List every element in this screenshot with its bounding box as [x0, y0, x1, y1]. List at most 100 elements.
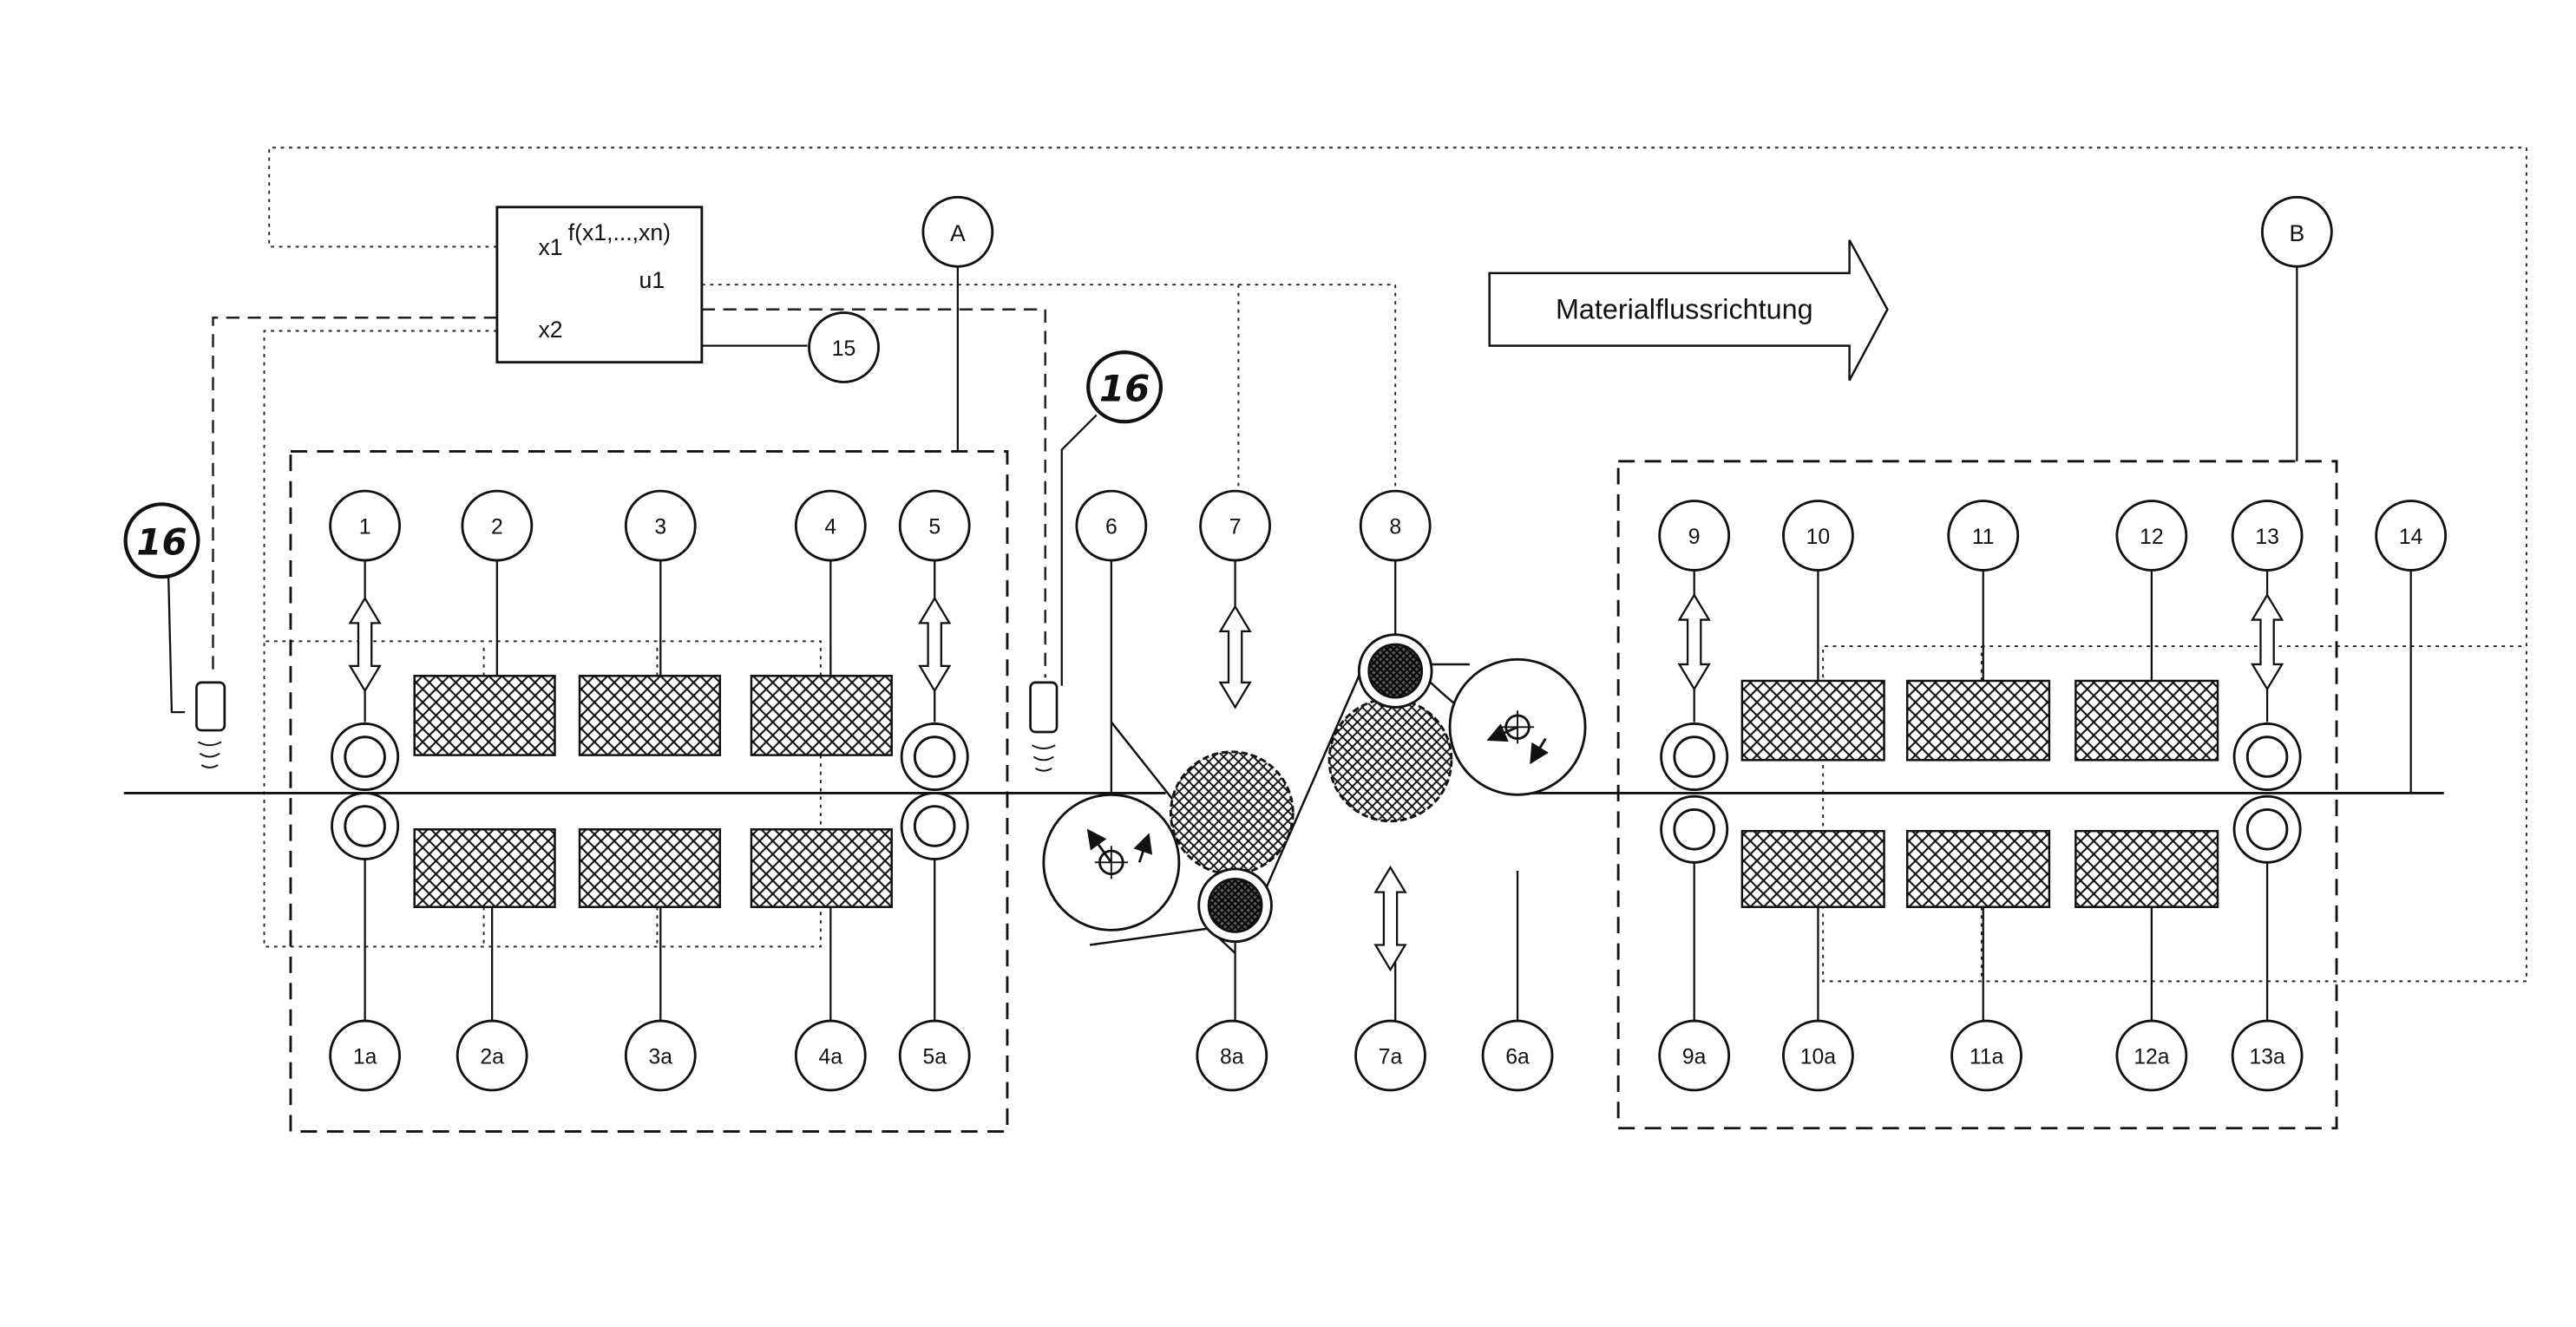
label-10a: 10a: [1783, 1021, 1852, 1090]
roll-6: [1044, 794, 1179, 930]
label-text: 6a: [1505, 1045, 1530, 1069]
heater-11a: [1907, 831, 2049, 907]
label-4a: 4a: [796, 1021, 865, 1090]
label-text: 15: [832, 337, 856, 361]
flow-arrow-label: Materialflussrichtung: [1556, 294, 1813, 325]
actuator-7: [1220, 606, 1249, 707]
flow-direction-arrow: Materialflussrichtung: [1490, 240, 1888, 381]
label-6a: 6a: [1483, 1021, 1552, 1090]
label-text: 11a: [1970, 1045, 2004, 1069]
label-8: 8: [1360, 491, 1430, 560]
label-text: 8: [1389, 515, 1401, 539]
label-10: 10: [1783, 501, 1852, 571]
sensor-16-right: [1031, 415, 1097, 771]
label-13a: 13a: [2232, 1021, 2302, 1090]
label-14: 14: [2376, 501, 2446, 571]
actuator-5: [920, 598, 949, 691]
label-2: 2: [462, 491, 532, 560]
label-15: 15: [810, 313, 879, 382]
sensor-16-left: [168, 575, 225, 768]
label-12: 12: [2117, 501, 2186, 571]
zone-label-a: A: [923, 197, 993, 266]
roller-7: [1170, 752, 1293, 874]
label-1a: 1a: [331, 1021, 400, 1090]
heater-2: [415, 676, 555, 755]
label-text: 2: [491, 515, 503, 539]
controller-input-x1: x1: [538, 234, 562, 260]
heater-3a: [580, 829, 720, 906]
label-text: 7a: [1379, 1045, 1403, 1069]
label-6: 6: [1077, 491, 1146, 560]
label-text: 12a: [2134, 1045, 2170, 1069]
heater-blocks: [415, 676, 2218, 906]
controller-input-x2: x2: [538, 317, 562, 343]
label-13: 13: [2232, 501, 2302, 571]
label-text: 11: [1972, 526, 1995, 549]
label-11: 11: [1949, 501, 2018, 571]
heater-4a: [751, 829, 892, 906]
label-text: 14: [2399, 526, 2423, 549]
actuator-arrows: [350, 595, 2282, 970]
heater-11: [1907, 681, 2049, 760]
controller-box: f(x1,...,xn) x1 u1 x2: [497, 207, 702, 363]
label-text: 3: [654, 515, 666, 539]
label-text: 13: [2255, 526, 2279, 549]
label-4: 4: [796, 491, 865, 560]
label-12a: 12a: [2117, 1021, 2186, 1090]
roll-6a: [1450, 659, 1585, 794]
sensor-label-left: 16: [126, 504, 199, 577]
label-7: 7: [1201, 491, 1270, 560]
label-8a: 8a: [1197, 1021, 1267, 1090]
zone-label-b: B: [2262, 197, 2331, 266]
label-text: 6: [1105, 515, 1118, 539]
heater-3: [580, 676, 720, 755]
label-text: 5a: [922, 1045, 947, 1069]
label-9a: 9a: [1660, 1021, 1729, 1090]
actuator-9: [1680, 595, 1709, 689]
roller-8: [1359, 635, 1432, 708]
sensor-label-right: 16: [1088, 352, 1161, 422]
label-text: 5: [928, 515, 941, 539]
sensor-label-right-text: 16: [1099, 368, 1150, 410]
zone-label-a-text: A: [950, 220, 966, 246]
label-text: 7: [1229, 515, 1242, 539]
label-text: 1: [359, 515, 371, 539]
heater-12: [2075, 681, 2218, 760]
label-text: 3a: [649, 1045, 673, 1069]
actuator-1: [350, 598, 379, 691]
sensor-label-left-text: 16: [136, 521, 187, 564]
label-text: 1a: [353, 1045, 377, 1069]
actuator-13: [2252, 595, 2282, 689]
heater-4: [751, 676, 892, 755]
label-3: 3: [626, 491, 695, 560]
heater-10: [1742, 681, 1884, 760]
roller-8a: [1199, 869, 1272, 942]
label-text: 9: [1688, 526, 1701, 549]
label-text: 2a: [480, 1045, 504, 1069]
label-3a: 3a: [626, 1021, 695, 1090]
label-1: 1: [331, 491, 400, 560]
label-text: 12: [2140, 526, 2164, 549]
actuator-7a: [1375, 867, 1405, 970]
heater-2a: [415, 829, 555, 906]
label-11a: 11a: [1952, 1021, 2022, 1090]
label-text: 13a: [2249, 1045, 2285, 1069]
label-2a: 2a: [457, 1021, 527, 1090]
label-text: 8a: [1220, 1045, 1244, 1069]
heater-10a: [1742, 831, 1884, 907]
label-7a: 7a: [1356, 1021, 1426, 1090]
controller-function-label: f(x1,...,xn): [568, 219, 671, 245]
heater-12a: [2075, 831, 2218, 907]
zone-label-b-text: B: [2289, 220, 2304, 246]
controller-output-u1: u1: [639, 267, 665, 293]
label-text: 9a: [1682, 1045, 1707, 1069]
label-5a: 5a: [900, 1021, 969, 1090]
label-9: 9: [1660, 501, 1729, 571]
roller-7a: [1329, 699, 1452, 821]
label-text: 4: [824, 515, 836, 539]
label-text: 4a: [819, 1045, 843, 1069]
label-text: 10a: [1800, 1045, 1837, 1069]
label-text: 10: [1806, 526, 1831, 549]
label-5: 5: [900, 491, 969, 560]
